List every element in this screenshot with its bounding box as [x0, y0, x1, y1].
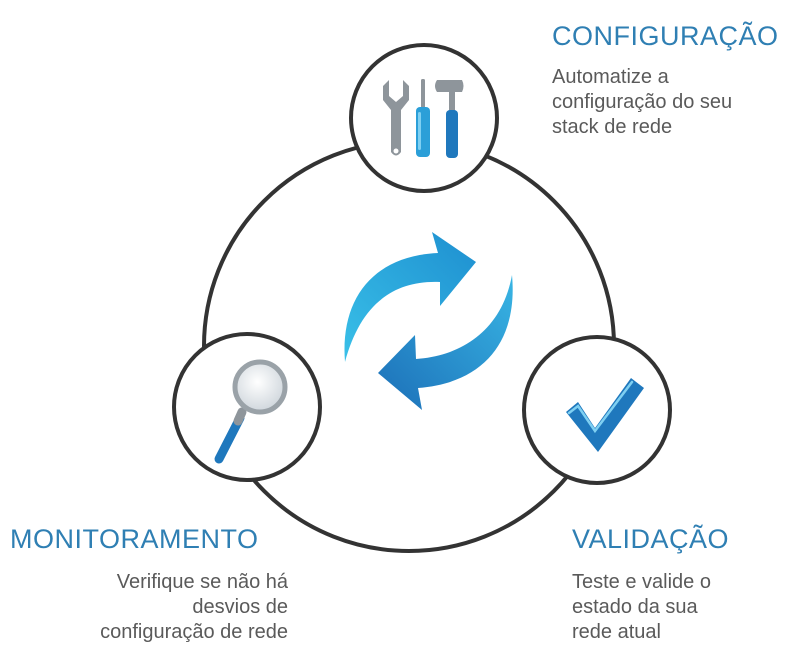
validation-description-line: Teste e valide o [572, 571, 711, 593]
configuration-description-line: configuração do seu [552, 91, 733, 113]
checkmark-icon [566, 378, 644, 452]
monitoring-description: Verifique se não há desvios de configura… [10, 570, 288, 645]
configuration-description-line: stack de rede [552, 116, 673, 138]
monitoring-description-line: Verifique se não há [116, 571, 288, 593]
configuration-description: Automatize a configuração do seu stack d… [552, 65, 802, 140]
tools-icon [383, 79, 464, 158]
configuration-description-line: Automatize a [552, 66, 669, 88]
monitoring-description-line: desvios de [192, 596, 288, 618]
monitoring-description-line: configuração de rede [100, 621, 288, 643]
magnifier-icon [214, 359, 288, 464]
refresh-cycle-icon [344, 232, 513, 410]
validation-description: Teste e valide o estado da sua rede atua… [572, 570, 792, 645]
configuration-title: CONFIGURAÇÃO [552, 21, 779, 51]
monitoring-title: MONITORAMENTO [10, 524, 259, 554]
validation-description-line: rede atual [572, 621, 661, 643]
validation-node [522, 335, 672, 485]
validation-description-line: estado da sua [572, 596, 698, 618]
validation-title: VALIDAÇÃO [572, 524, 730, 554]
